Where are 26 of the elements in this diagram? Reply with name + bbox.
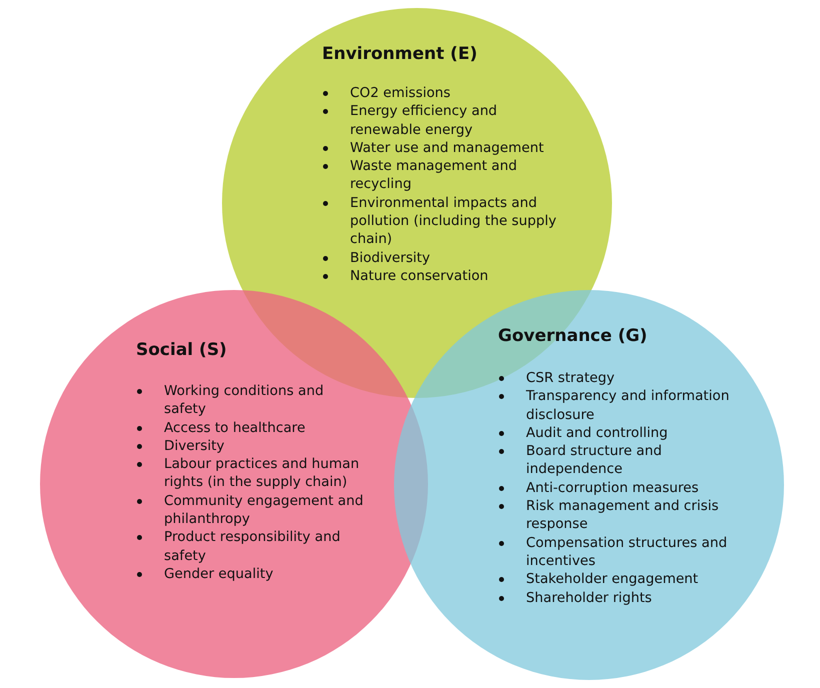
bullet-item: Anti-corruption measures	[526, 480, 699, 496]
bullet-item: Product responsibility and safety	[164, 529, 340, 564]
bullet-item: CO2 emissions	[350, 85, 450, 101]
bullet-item: Working conditions and safety	[164, 383, 324, 418]
circle-heading: Governance (G)	[498, 326, 648, 346]
bullet-item: Biodiversity	[350, 250, 430, 266]
circle-heading: Environment (E)	[322, 44, 478, 64]
bullet-item: Environmental impacts and pollution (including the supply chain)	[350, 194, 556, 248]
bullet-item: Shareholder rights	[526, 590, 652, 606]
circle-heading: Social (S)	[136, 340, 227, 360]
bullet-item: Water use and management	[350, 140, 544, 156]
bullet-item: Waste management and recycling	[350, 158, 517, 192]
bullet-item: Stakeholder engagement	[526, 571, 698, 588]
bullet-item: Labour practices and human rights (in the supply chain)	[164, 456, 360, 490]
bullet-item: Board structure and independence	[526, 443, 662, 478]
bullet-item: Audit and controlling	[526, 424, 668, 441]
bullet-item: Risk management and crisis response	[526, 498, 719, 532]
bullet-item: Community engagement and philanthropy	[164, 492, 364, 528]
bullet-item: Compensation structures and incentives	[526, 534, 728, 569]
bullet-item: Access to healthcare	[164, 420, 306, 436]
bullet-item: Transparency and information disclosure	[526, 388, 730, 423]
bullet-item: Nature conservation	[350, 268, 488, 284]
bullet-item: Diversity	[164, 438, 224, 454]
bullet-item: Gender equality	[164, 566, 274, 582]
bullet-item: CSR strategy	[526, 370, 615, 386]
bullet-item: Energy efficiency and renewable energy	[350, 103, 498, 138]
